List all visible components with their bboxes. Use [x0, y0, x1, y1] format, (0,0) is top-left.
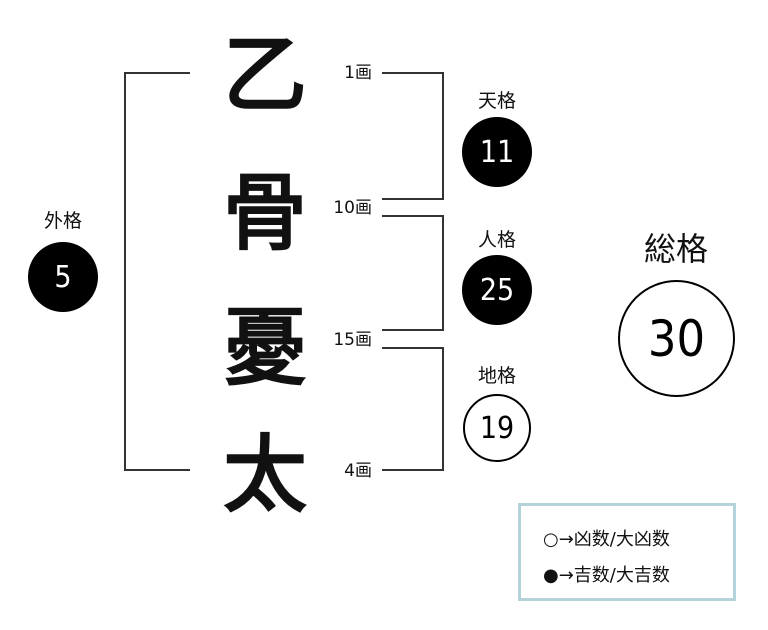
- stroke-count-2: 10画: [333, 198, 372, 218]
- jinkaku-value: 25: [462, 255, 532, 325]
- filled-circle-icon: ●: [543, 565, 559, 586]
- tenkaku-value: 11: [462, 117, 532, 187]
- legend-bad-row: ○→凶数/大凶数: [543, 525, 670, 551]
- legend-bad-text: →凶数/大凶数: [558, 529, 670, 550]
- legend-good-row: ●→吉数/大吉数: [543, 561, 670, 587]
- legend: ○→凶数/大凶数 ●→吉数/大吉数: [518, 503, 736, 601]
- chikaku-value: 19: [463, 394, 531, 462]
- name-char-3: 憂: [222, 299, 307, 397]
- name-char-2: 骨: [222, 164, 307, 262]
- soukaku-value: 30: [618, 280, 735, 397]
- stroke-count-1: 1画: [344, 63, 372, 83]
- stroke-count-3: 15画: [333, 330, 372, 350]
- jinkaku-label: 人格: [477, 229, 516, 251]
- tenkaku-label: 天格: [477, 90, 516, 112]
- chikaku-label: 地格: [477, 365, 516, 387]
- gaikaku-label: 外格: [43, 210, 82, 232]
- open-circle-icon: ○: [543, 529, 559, 550]
- name-char-4: 太: [222, 426, 307, 524]
- gaikaku-value: 5: [28, 242, 98, 312]
- name-char-1: 乙: [222, 26, 307, 124]
- legend-good-text: →吉数/大吉数: [558, 565, 670, 586]
- stroke-count-4: 4画: [344, 461, 372, 481]
- soukaku-label: 総格: [643, 230, 708, 268]
